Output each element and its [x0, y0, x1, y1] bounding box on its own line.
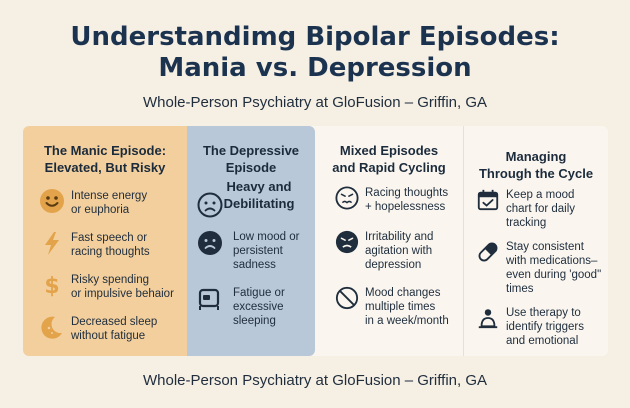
cycle-circle-icon: [335, 286, 359, 310]
managing-item: Stay consistent with medications– even d…: [476, 240, 601, 296]
info-panel: The Manic Episode: Elevated, But Risky I…: [23, 126, 608, 356]
bed-icon: [198, 288, 220, 310]
manic-item: Decreased sleep without fatigue: [39, 314, 157, 343]
manic-heading: The Manic Episode: Elevated, But Risky: [43, 143, 167, 175]
manic-item: Fast speech or racing thoughts: [39, 230, 150, 259]
footer-credit: Whole-Person Psychiatry at GloFusion – G…: [142, 372, 488, 389]
lightning-bolt-icon: [45, 232, 59, 255]
depressive-heading: The Depressive Episode: [202, 143, 300, 175]
mixed-column: Mixed Episodes and Rapid Cycling Racing …: [315, 126, 463, 356]
manic-item: $ Risky spending or impulsive behaior: [39, 272, 174, 301]
depressive-column: The Depressive Episode Heavy and Debilit…: [187, 126, 315, 356]
depressive-item: Low mood or persistent sadness: [197, 230, 299, 272]
manic-item: Intense energy or euphoria: [39, 188, 147, 217]
page-title: Understandimg Bipolar Episodes: Mania vs…: [0, 22, 630, 84]
managing-column: Managing Through the Cycle Keep a mood c…: [463, 126, 608, 356]
pill-icon: [478, 242, 498, 262]
managing-heading: Managing Through the Cycle: [478, 149, 594, 181]
moon-icon: [41, 316, 62, 339]
worried-face-icon: [197, 192, 223, 218]
calendar-check-icon: [477, 189, 499, 211]
mixed-item: Mood changes multiple times in a week/mo…: [335, 286, 449, 328]
angry-face-icon: [335, 230, 359, 254]
svg-text:$: $: [44, 274, 59, 298]
sad-face-icon: [198, 231, 222, 255]
page-subtitle: Whole-Person Psychiatry at GloFusion – G…: [142, 94, 488, 111]
managing-item: Keep a mood chart for daily tracking: [476, 188, 575, 230]
dollar-sign-icon: $: [44, 274, 59, 298]
title-line-2: Mania vs. Depression: [158, 53, 472, 83]
managing-item: Use therapy to identify triggers and emo…: [476, 306, 584, 348]
distressed-face-icon: [335, 186, 359, 210]
title-line-1: Understandimg Bipolar Episodes:: [70, 22, 560, 52]
depressive-item: Fatigue or excessive sleeping: [197, 286, 285, 328]
mixed-item: Racing thoughts + hopelessness: [335, 186, 448, 214]
mixed-item: Irritability and agitation with depressi…: [335, 230, 433, 272]
smiley-face-icon: [40, 189, 64, 213]
therapy-person-icon: [478, 309, 498, 329]
mixed-heading: Mixed Episodes and Rapid Cycling: [332, 143, 446, 175]
depressive-subheading: Heavy and Debilitating: [223, 179, 295, 211]
manic-column: The Manic Episode: Elevated, But Risky I…: [23, 126, 187, 356]
